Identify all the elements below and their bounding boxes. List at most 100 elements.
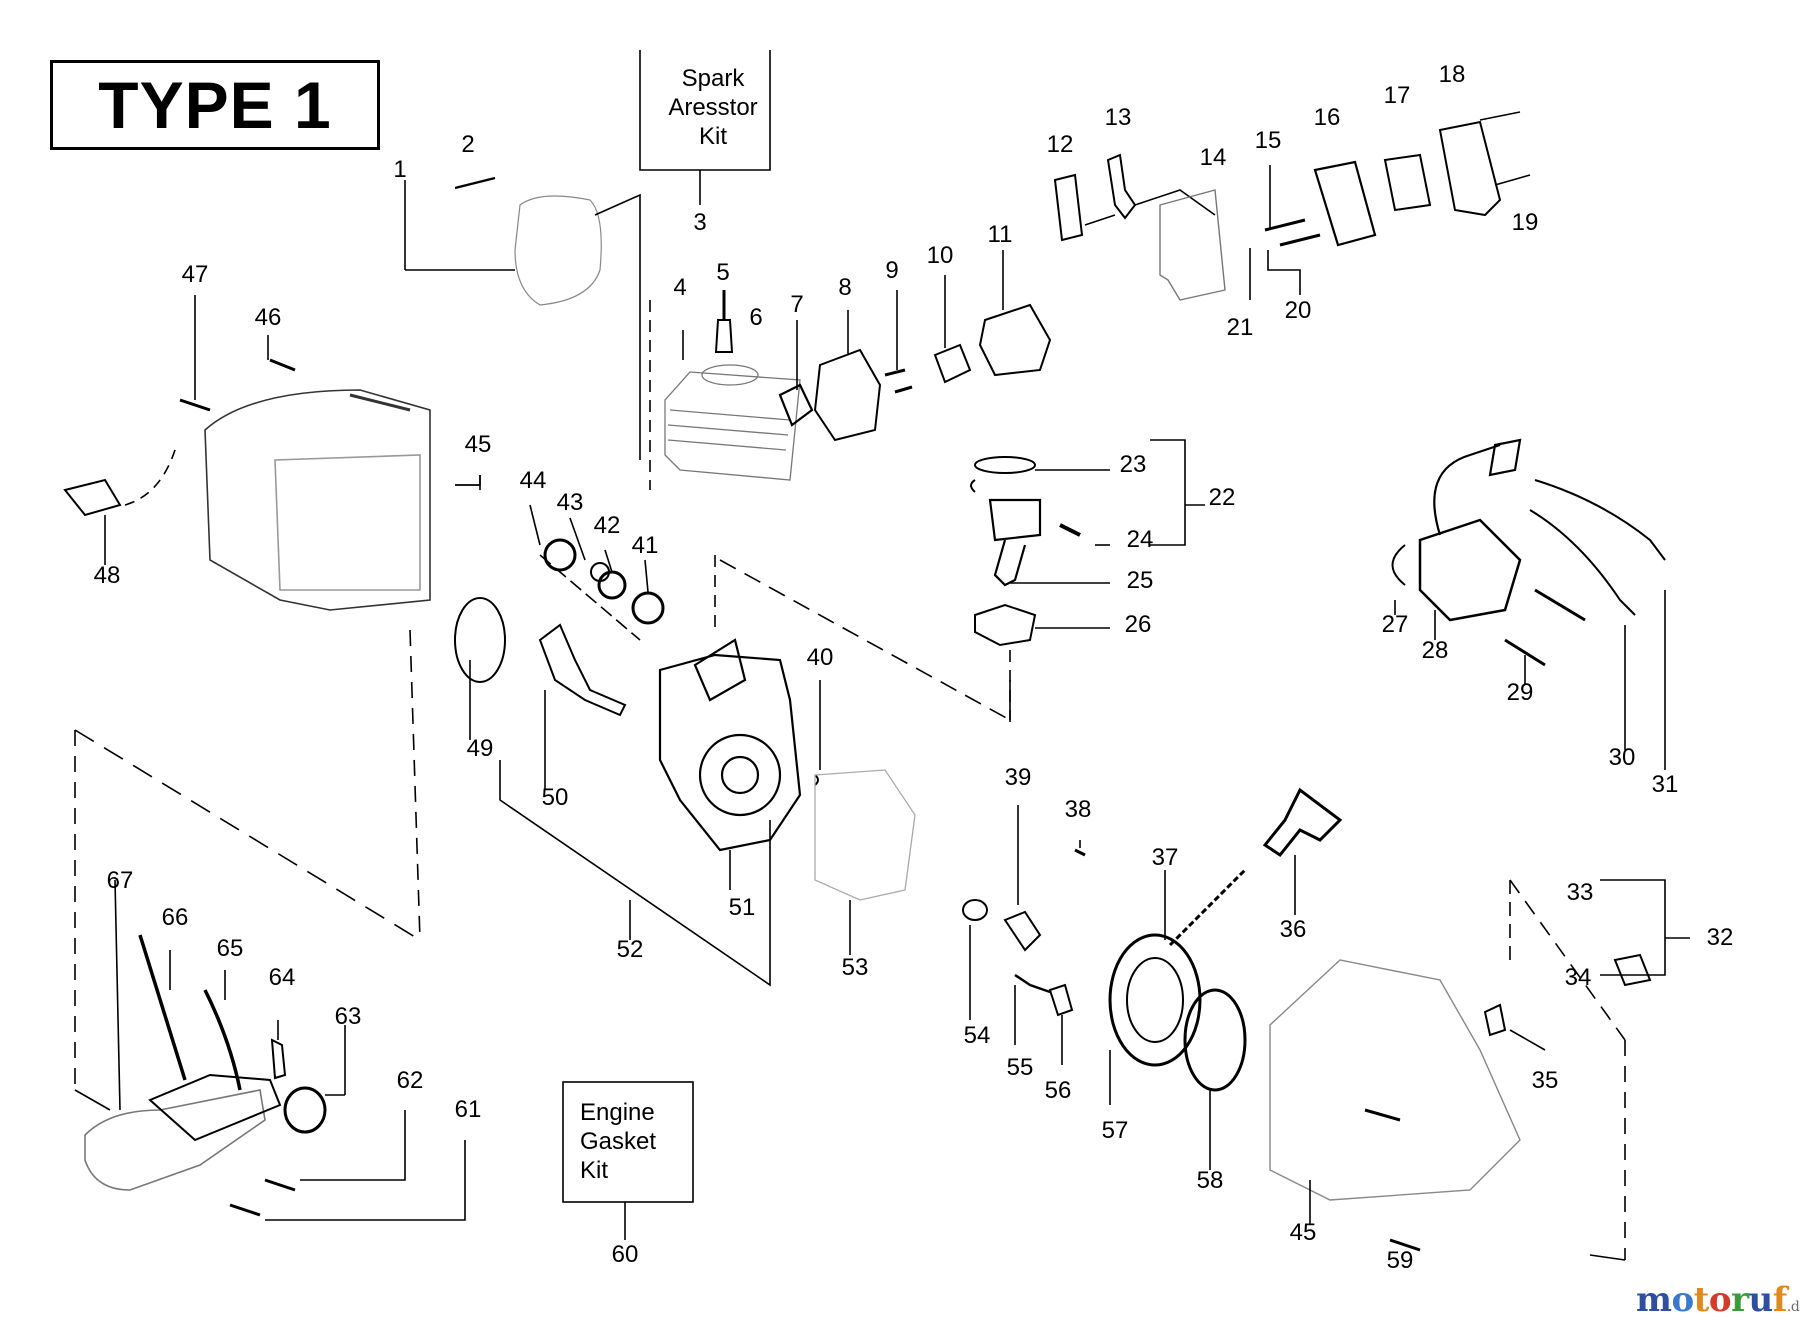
connecting-rod (993, 539, 1027, 587)
callout-label: 50 (542, 784, 569, 811)
callout-label: 32 (1707, 924, 1734, 951)
callout-label: 8 (838, 274, 851, 301)
clamp-33 (1613, 953, 1652, 987)
callout-label: 52 (617, 936, 644, 963)
engine-housing (204, 389, 431, 611)
callout-label: 25 (1127, 567, 1154, 594)
callout-label: 61 (455, 1096, 482, 1123)
callout-label: 3 (693, 209, 706, 236)
watermark-letter: t (1693, 1280, 1710, 1320)
fuel-line-65 (203, 989, 242, 1091)
callout-label: 44 (520, 467, 547, 494)
air-cover-18 (1438, 120, 1502, 217)
fan-housing (1269, 959, 1521, 1201)
watermark-letter: o (1708, 1280, 1732, 1320)
callout-label: 9 (885, 257, 898, 284)
air-filter-base (1159, 189, 1226, 301)
ring-23 (974, 456, 1036, 474)
watermark-letter: r (1731, 1280, 1749, 1320)
type-title: TYPE 1 (98, 68, 332, 142)
callout-label: 42 (594, 512, 621, 539)
callout-label: 19 (1512, 209, 1539, 236)
callout-label: 14 (1200, 144, 1227, 171)
cap-63 (283, 1086, 327, 1134)
rope-37 (1168, 868, 1247, 947)
callout-label: 11 (988, 221, 1013, 248)
watermark-suffix: .de (1786, 1299, 1800, 1315)
gasket-7 (778, 383, 814, 427)
callout-label: 62 (397, 1067, 424, 1094)
callout-label: 41 (632, 532, 659, 559)
callout-label: 26 (1125, 611, 1152, 638)
type-title-box: TYPE 1 (50, 60, 380, 150)
crankshaft-50 (538, 623, 627, 717)
callout-label: 51 (729, 894, 756, 921)
foam-17 (1383, 153, 1432, 212)
callout-label: 5 (716, 259, 729, 286)
callout-label: 63 (335, 1003, 362, 1030)
callout-label: 21 (1227, 314, 1254, 341)
callout-label: 20 (1285, 297, 1312, 324)
watermark-letter: u (1748, 1280, 1774, 1320)
gasket-10 (933, 343, 972, 384)
muffler-cover (514, 195, 602, 306)
callout-label: 35 (1532, 1067, 1559, 1094)
callout-label: 33 (1567, 879, 1594, 906)
washer-54 (962, 899, 988, 921)
clip-35 (1483, 1003, 1507, 1037)
filter-16 (1313, 160, 1377, 247)
callout-label: 60 (612, 1241, 639, 1268)
clip-48 (63, 478, 122, 517)
spark-plug (714, 319, 734, 353)
callout-label: 15 (1255, 127, 1282, 154)
block-53 (814, 769, 916, 901)
callout-label: 24 (1127, 526, 1154, 553)
gasket-26 (974, 603, 1037, 647)
fuel-line-66 (138, 934, 187, 1081)
callout-label: 59 (1387, 1247, 1414, 1274)
callout-label: 57 (1102, 1117, 1129, 1144)
plate-12 (1053, 173, 1084, 242)
callout-label: 55 (1007, 1054, 1034, 1081)
callout-label: 65 (217, 935, 244, 962)
bearing-42 (597, 570, 627, 600)
starter-handle (1262, 787, 1343, 858)
callout-label: 16 (1314, 104, 1341, 131)
callout-label: 40 (807, 644, 834, 671)
watermark-letter: o (1671, 1280, 1694, 1320)
watermark: motoruf.de (1636, 1280, 1800, 1320)
callout-label: 4 (673, 274, 686, 301)
callout-label: 38 (1065, 796, 1092, 823)
spring-part (454, 176, 496, 190)
piston (988, 498, 1042, 542)
callout-label: 39 (1005, 764, 1032, 791)
callout-label: 22 (1209, 484, 1236, 511)
cylinder (664, 364, 801, 481)
callout-label: 56 (1045, 1077, 1072, 1104)
engine-gasket-kit-label: Engine Gasket Kit (580, 1099, 657, 1184)
intake-8 (813, 348, 882, 442)
callout-label: 18 (1439, 61, 1466, 88)
callout-label: 53 (842, 954, 869, 981)
callout-label: 64 (269, 964, 296, 991)
callout-label: 30 (1609, 744, 1636, 771)
callout-label: 46 (255, 304, 282, 331)
pawl-56 (1048, 983, 1074, 1017)
bolt-39 (1003, 910, 1042, 952)
callout-label: 66 (162, 904, 189, 931)
wire-31 (1534, 479, 1666, 561)
callout-label: 43 (557, 489, 584, 516)
ignition-module (1418, 518, 1522, 622)
o-ring-49 (454, 597, 506, 683)
watermark-letter: m (1636, 1280, 1672, 1320)
spring-58 (1183, 988, 1247, 1092)
callout-label: 29 (1507, 679, 1534, 706)
callout-label: 17 (1384, 82, 1411, 109)
callout-label: 31 (1652, 771, 1679, 798)
callout-label: 13 (1105, 104, 1132, 131)
carburetor (978, 303, 1052, 377)
gasket-kit-box (562, 1081, 694, 1203)
spark-kit-box (639, 50, 771, 171)
pulley-57 (1108, 933, 1202, 1067)
wire-30 (1529, 509, 1636, 616)
